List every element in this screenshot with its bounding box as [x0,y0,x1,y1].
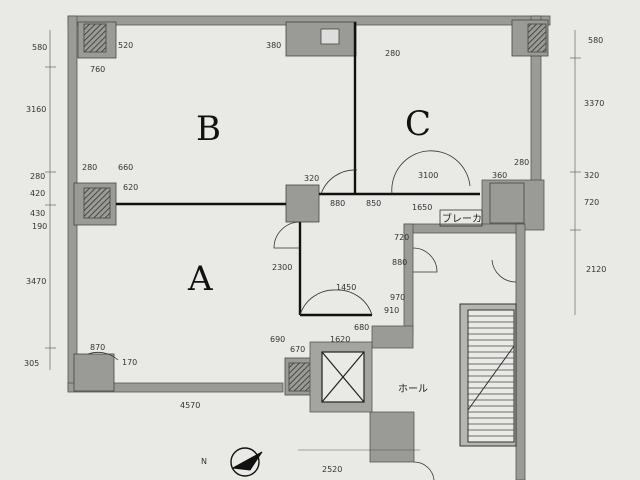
svg-text:1450: 1450 [336,283,356,292]
compass-icon: N [201,447,263,477]
svg-text:4570: 4570 [180,401,200,410]
svg-text:2120: 2120 [586,265,606,274]
svg-text:670: 670 [290,345,305,354]
svg-text:690: 690 [270,335,285,344]
svg-text:910: 910 [384,306,399,315]
svg-text:620: 620 [123,183,138,192]
outer-walls [67,15,551,480]
svg-text:870: 870 [90,343,105,352]
svg-text:680: 680 [354,323,369,332]
svg-text:N: N [201,457,207,466]
svg-text:280: 280 [30,172,45,181]
pillars [73,19,549,396]
wall-dimensions: 3100 1650 2300 1450 880 970 720 [272,171,438,302]
room-label-c: C [405,104,431,144]
svg-text:660: 660 [118,163,133,172]
svg-text:190: 190 [32,222,47,231]
svg-text:760: 760 [90,65,105,74]
svg-text:2520: 2520 [322,465,342,474]
right-wall-lower [515,223,526,480]
svg-text:280: 280 [385,49,400,58]
staircase [459,303,517,447]
hall-top-wall [403,223,525,234]
svg-text:280: 280 [82,163,97,172]
svg-text:1650: 1650 [412,203,432,212]
partitions [116,22,480,317]
svg-text:520: 520 [118,41,133,50]
bottom-dimensions: 4570 2520 [180,401,342,474]
svg-text:3470: 3470 [26,277,46,286]
svg-text:2300: 2300 [272,263,292,272]
svg-text:320: 320 [304,174,319,183]
breaker-box [439,209,483,227]
svg-text:850: 850 [366,199,381,208]
svg-text:320: 320 [584,171,599,180]
svg-text:305: 305 [24,359,39,368]
svg-text:580: 580 [32,43,47,52]
svg-text:3160: 3160 [26,105,46,114]
small-dimensions: 520 760 380 280 280 660 620 320 880 850 … [82,41,529,367]
svg-text:3370: 3370 [584,99,604,108]
hall-step-wall [371,325,414,349]
svg-text:380: 380 [266,41,281,50]
pillar-center [285,184,320,223]
svg-text:170: 170 [122,358,137,367]
svg-text:420: 420 [30,189,45,198]
svg-text:360: 360 [492,171,507,180]
svg-text:880: 880 [330,199,345,208]
hall-label: ホール [398,383,428,395]
left-dimensions: 580 3160 280 420 430 190 3470 305 [24,43,47,368]
pillar-right-mid [489,182,525,224]
elevator-shaft [309,341,373,413]
svg-text:1620: 1620 [330,335,350,344]
svg-text:720: 720 [584,198,599,207]
lower-wall-block [369,411,415,463]
door-arcs [87,150,517,480]
breaker-label: ブレーカ [442,212,482,225]
svg-text:720: 720 [394,233,409,242]
svg-text:880: 880 [392,258,407,267]
svg-text:280: 280 [514,158,529,167]
svg-text:430: 430 [30,209,45,218]
pillar-bottom-left [73,353,115,392]
room-label-b: B [196,109,221,149]
bottom-wall-left [67,382,284,393]
dimension-lines [45,30,581,451]
svg-text:970: 970 [390,293,405,302]
right-dimensions: 580 3370 320 720 2120 [584,36,606,274]
svg-text:580: 580 [588,36,603,45]
svg-text:3100: 3100 [418,171,438,180]
room-label-a: A [187,259,213,299]
pillar-top-mid [285,21,357,57]
